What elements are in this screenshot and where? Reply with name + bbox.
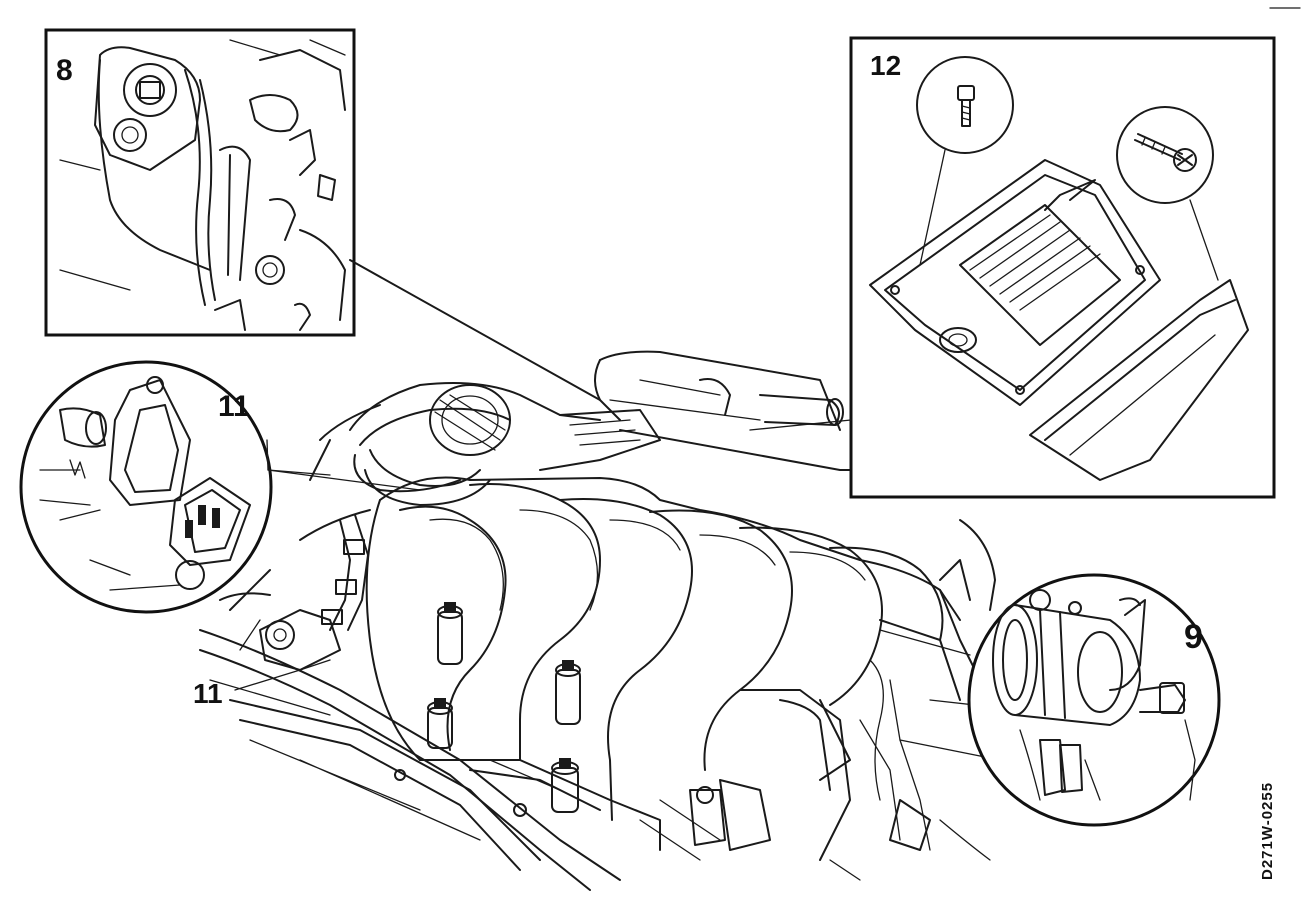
valve-body: [992, 589, 1196, 801]
throttle-body: [349, 381, 661, 506]
callout-11-lower-leader: [234, 659, 331, 691]
callout-label-8: 8: [56, 54, 73, 87]
inset-8-frame: [44, 28, 356, 337]
callout-label-12: 12: [870, 50, 902, 81]
reference-code: D271W-0255: [1259, 781, 1276, 880]
inset-8-leader: [349, 259, 601, 401]
sensor-connector: [169, 477, 251, 590]
engine-cover-plate: [869, 159, 1161, 406]
sensor-body: [59, 376, 191, 506]
callout-label-11-upper: 11: [218, 390, 250, 423]
intake-manifold: [365, 476, 961, 851]
fuel-rail: [259, 509, 371, 671]
lower-harness: [199, 569, 621, 891]
manifold-bolt: [555, 660, 581, 725]
inset-9-frame: [967, 573, 1221, 827]
inset-11-frame: [19, 360, 273, 614]
manifold-bolt: [551, 758, 579, 813]
inset-12-frame: [849, 36, 1276, 499]
inset-9-leader: [879, 629, 971, 656]
side-trim-piece: [1029, 279, 1249, 481]
manifold-bolt: [437, 602, 463, 665]
screw-icon: [957, 85, 975, 127]
callout-label-9: 9: [1184, 618, 1203, 656]
bolt-icon: [1134, 133, 1197, 172]
inset-12-leader: [749, 419, 852, 431]
callout-label-11-lower: 11: [193, 678, 223, 709]
